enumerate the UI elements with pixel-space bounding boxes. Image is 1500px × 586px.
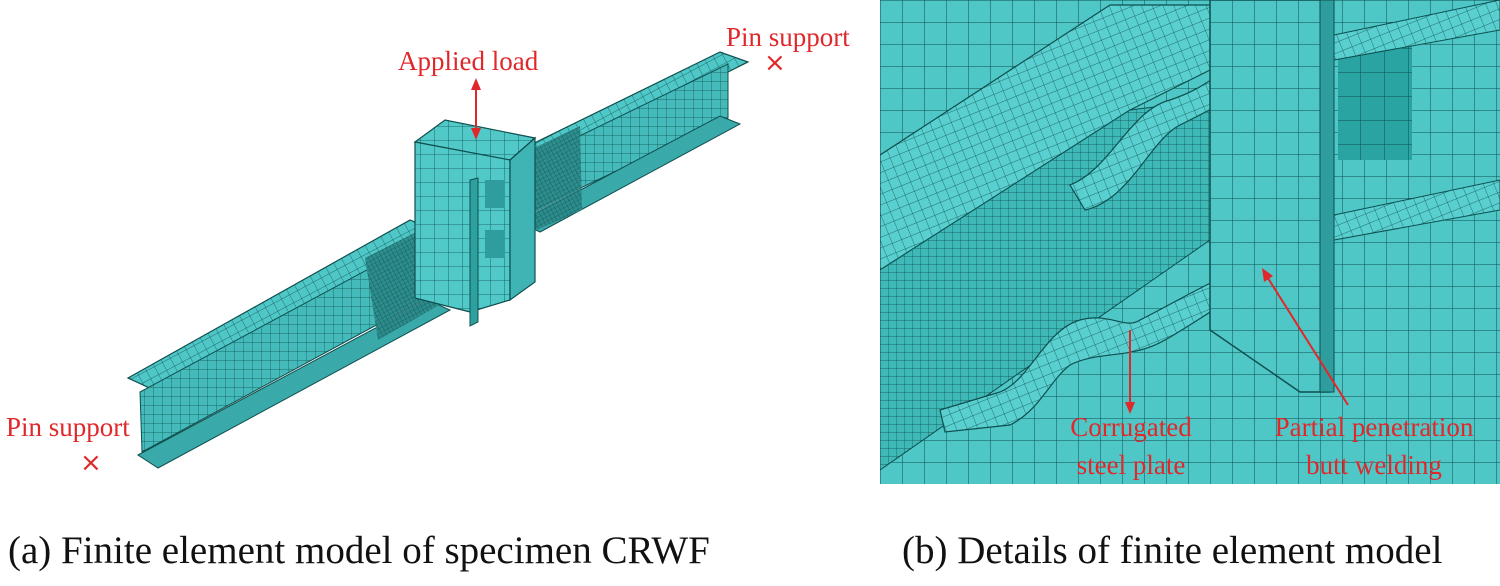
caption-a: (a) Finite element model of specimen CRW… — [8, 529, 710, 572]
welding-arrow — [1262, 268, 1349, 406]
pin-support-right-label: Pin support — [726, 22, 850, 52]
applied-load-arrow — [471, 78, 481, 140]
right-beam — [518, 51, 750, 233]
pin-support-right-mark: × — [764, 48, 786, 78]
applied-load-label: Applied load — [398, 46, 539, 76]
weld-label-line1: Partial penetration — [1274, 412, 1474, 442]
right-upper-flange — [1333, 0, 1500, 61]
column-edge — [1319, 0, 1335, 393]
corrugated-label-line1: Corrugated — [1070, 412, 1192, 442]
right-lower-flange — [1333, 179, 1500, 241]
weld-label-line2: butt welding — [1306, 450, 1442, 480]
pin-support-left-label: Pin support — [6, 412, 130, 442]
fe-detail-drawing — [880, 0, 1500, 484]
left-beam — [126, 219, 452, 469]
corrugated-arrow — [1125, 330, 1135, 414]
panel-b-fe-details: Corrugated steel plate Partial penetrati… — [880, 0, 1500, 500]
caption-b: (b) Details of finite element model — [902, 529, 1443, 572]
fe-model-drawing — [126, 51, 750, 469]
column-face — [1209, 0, 1331, 393]
panel-a-fe-model: Applied load Pin support × Pin support × — [6, 22, 850, 478]
pin-support-left-mark: × — [80, 448, 102, 478]
right-cell — [1338, 40, 1412, 160]
corrugated-label-line2: steel plate — [1076, 450, 1186, 480]
column-stub — [413, 119, 537, 327]
